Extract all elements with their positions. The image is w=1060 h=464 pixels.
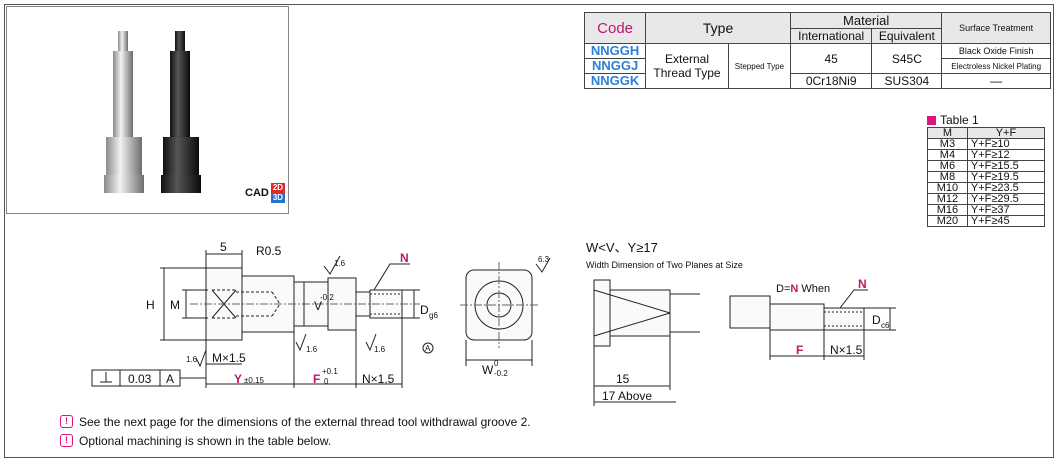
note-text: See the next page for the dimensions of …: [79, 414, 531, 429]
type-cell: External Thread Type: [645, 43, 729, 89]
code-nnggj[interactable]: NNGGJ: [583, 58, 647, 74]
cad-text: CAD: [245, 187, 269, 199]
rough-16b: 1.6: [186, 355, 198, 364]
hdr-international: International: [789, 28, 873, 44]
equiv-2: SUS304: [871, 73, 943, 89]
dim-w-tol-top: 0: [494, 359, 499, 368]
surface-3: —: [941, 73, 1051, 89]
dim-nx15b: N×1.5: [830, 343, 863, 357]
rough-16c: 1.6: [306, 345, 318, 354]
shoulder-bolt-image: [104, 31, 201, 193]
type-line2: Thread Type: [653, 66, 721, 80]
dim-5: 5: [220, 240, 227, 254]
detail-shaft: [729, 295, 771, 329]
cond-sub: Width Dimension of Two Planes at Size: [586, 260, 743, 270]
dim-mx15: M×1.5: [212, 351, 246, 365]
note-text: Optional machining is shown in the table…: [79, 433, 332, 448]
cad-badge[interactable]: CAD 2D 3D: [245, 183, 286, 203]
rough-16d: 1.6: [374, 345, 386, 354]
notes: ! See the next page for the dimensions o…: [60, 412, 531, 450]
intl-1: 45: [789, 43, 873, 74]
dim-dc6-sub: c6: [881, 321, 890, 330]
dim-v: V: [314, 299, 322, 313]
intl-2: 0Cr18Ni9: [789, 73, 873, 89]
rough-63: 6.3: [538, 255, 550, 264]
perp-ref: A: [166, 372, 174, 386]
product-photo: CAD 2D 3D: [6, 6, 289, 214]
dim-v-tol: -0.2: [320, 293, 334, 302]
dim-m: M: [170, 298, 180, 312]
detail-step: [769, 303, 825, 331]
dim-dg6-sub: g6: [429, 311, 438, 320]
dim-f2: F: [796, 343, 803, 357]
note-1: ! See the next page for the dimensions o…: [60, 412, 531, 431]
dim-y: Y: [234, 372, 242, 386]
datum-a: A: [425, 344, 431, 353]
hdr-code: Code: [583, 12, 647, 44]
table1-marker-icon: [927, 115, 936, 125]
code-nnggh[interactable]: NNGGH: [583, 43, 647, 59]
table1-title: Table 1: [927, 113, 979, 127]
perp-value: 0.03: [128, 372, 152, 386]
note-2: ! Optional machining is shown in the tab…: [60, 431, 531, 450]
code-nnggk[interactable]: NNGGK: [583, 73, 647, 89]
type-line1: External: [664, 52, 710, 66]
hdr-equivalent: Equivalent: [871, 28, 943, 44]
dim-dg6: D: [420, 303, 429, 317]
dim-y-tol: ±0.15: [244, 376, 265, 385]
hdr-material: Material: [789, 12, 943, 29]
hdr-type: Type: [645, 12, 791, 44]
dim-dc6: D: [872, 313, 881, 327]
dim-f: F: [313, 372, 320, 386]
detail-flat: [609, 289, 671, 337]
when-d: D=N When: [776, 283, 830, 295]
dim-w: W: [482, 363, 494, 377]
t1-hdr-m: M: [927, 127, 968, 139]
note-icon: !: [60, 415, 73, 428]
cad-3d: 3D: [270, 193, 286, 203]
dim-f-tol-top: +0.1: [322, 367, 338, 376]
dim-r05: R0.5: [256, 244, 282, 258]
dim-nx15: N×1.5: [362, 372, 395, 386]
note-icon: !: [60, 434, 73, 447]
t1-yf: Y+F≥45: [966, 215, 1046, 227]
cond-title: W<V、Y≥17: [586, 240, 658, 255]
rough-16a: 1.6: [334, 259, 346, 268]
detail-head: [593, 279, 611, 347]
cad-2d: 2D: [270, 183, 286, 193]
page-frame: [4, 4, 1054, 458]
dim-f-tol-bot: 0: [324, 377, 329, 386]
detail-thread: [823, 307, 865, 331]
dim-w-tol-bot: -0.2: [494, 369, 508, 378]
stepped-cell: Stepped Type: [727, 43, 791, 89]
dim-n: N: [400, 251, 409, 265]
dim-h: H: [146, 298, 155, 312]
dim-17-above: 17 Above: [602, 389, 652, 403]
dim-n2: N: [858, 277, 867, 291]
code-table: Code Type Material Surface Treatment Int…: [583, 12, 1051, 89]
dim-15: 15: [616, 372, 630, 386]
hdr-surface: Surface Treatment: [941, 12, 1051, 44]
table1-title-text: Table 1: [940, 113, 979, 127]
